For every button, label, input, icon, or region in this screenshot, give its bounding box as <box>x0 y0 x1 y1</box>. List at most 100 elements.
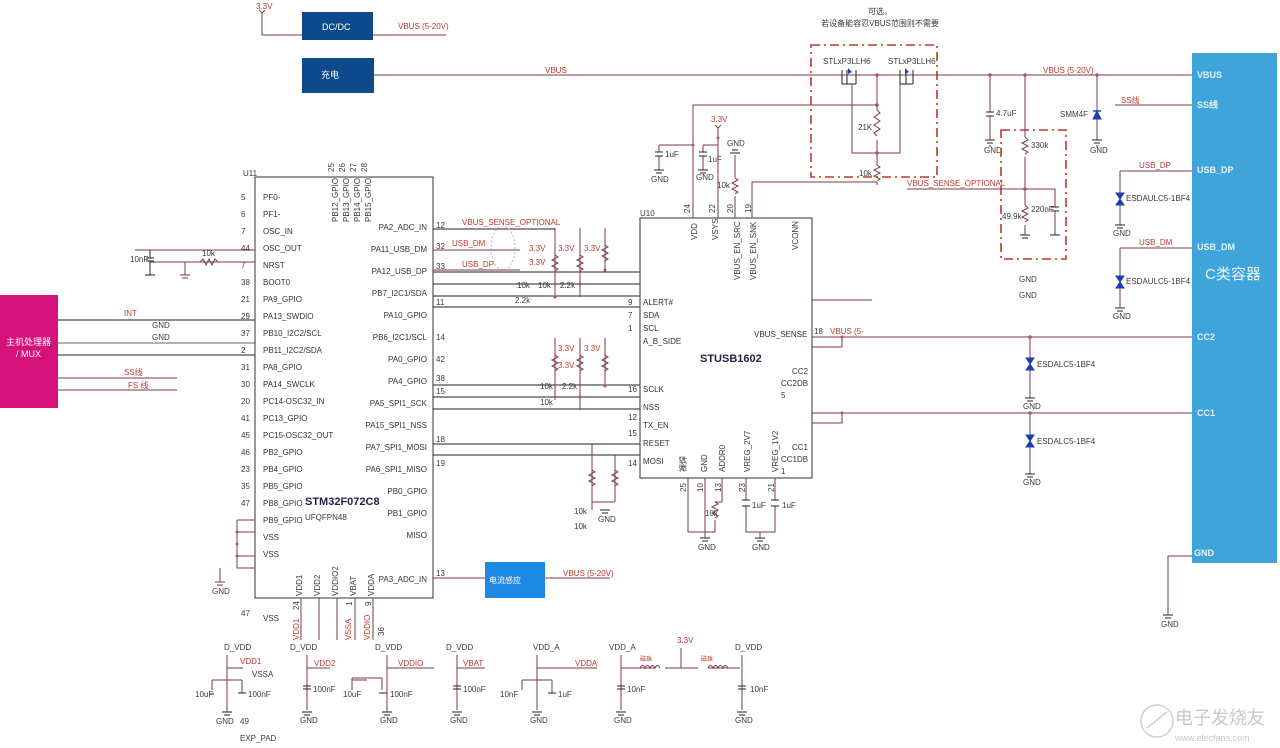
net-3v3: 3.3V <box>529 244 546 253</box>
host-label-1: 主机处理器 <box>6 336 51 347</box>
dvdd-label: D_VDD <box>224 643 251 652</box>
mcu-pin-right: PA15_SPI1_NSS <box>365 421 427 430</box>
net-vbus-partial: VBUS (5- <box>830 327 864 336</box>
net-3v3: 3.3V <box>529 258 546 267</box>
mcu-pin-num: 35 <box>241 482 250 491</box>
optional-mosfet-section: 可选， 若设备能容忍VBUS范围则不需要 STLxP3LLH6 STLxP3LL… <box>692 6 939 218</box>
mcu-pin-left: VSS <box>263 550 279 559</box>
stusb-pin-num: 25 <box>679 483 688 492</box>
mcu-pin-right: PA11_USB_DM <box>371 245 428 254</box>
r10k-label: 10k <box>540 398 554 407</box>
mcu-pin-top: PB12_GPIO <box>331 178 340 222</box>
stusb-pin-left: RESET <box>643 439 670 448</box>
r10k-label: 10k <box>574 507 588 516</box>
cap-label: 100nF <box>313 685 336 694</box>
stusb-pin-right: CC1 <box>792 443 809 452</box>
esd-usb-dp: ESDAULC5-1BF4 GND USB_DP <box>1113 161 1192 238</box>
mcu-pin-right: PA7_SPI1_MOSI <box>366 443 427 452</box>
sense-dashed-box <box>1000 129 1067 260</box>
gnd-label: GND <box>212 587 230 596</box>
stusb-pin-top: VSYS <box>711 219 720 240</box>
r10k-label: 10k <box>202 249 216 258</box>
mcu-pin-left: PB2_GPIO <box>263 448 303 457</box>
optional-dashed-box <box>810 44 938 178</box>
power-decoupling-section: D_VDD D_VDD D_VDD D_VDD VDD_A VDD_A 3.3V… <box>195 636 768 743</box>
gnd-label: GND <box>752 543 770 552</box>
c1u-label: 1uF <box>782 501 796 510</box>
stusb-pin-top: VBUS_EN_SRC <box>733 221 742 280</box>
mcu-pin-right: MISO <box>407 531 427 540</box>
gnd-label: GND <box>300 716 318 725</box>
stusb-exp-pad: 裸焊 <box>678 456 688 472</box>
mcu-pin-bottom: VDDIO2 <box>331 566 340 596</box>
net-3v3: 3.3V <box>584 344 601 353</box>
mosfet1-label: STLxP3LLH6 <box>823 57 871 66</box>
stusb-pin-num: 13 <box>714 483 723 492</box>
current-sense-label: 电流感应 <box>489 575 521 585</box>
mcu-pin-right: PA5_SPI1_SCK <box>370 399 428 408</box>
stusb-pin-left: SCLK <box>643 385 665 394</box>
gnd-label: GND <box>696 173 714 182</box>
mcu-vss-num: 47 <box>241 609 250 618</box>
watermark-name: 电子发烧友 <box>1175 708 1265 728</box>
c1u-label: 1uF <box>665 150 679 159</box>
gnd-label: GND <box>450 716 468 725</box>
mcu-pin-num: 25 <box>327 163 336 172</box>
mosfet-icon <box>841 68 857 85</box>
mcu-pin-left: OSC_IN <box>263 227 293 236</box>
mcu-pin-num: 28 <box>360 163 369 172</box>
gnd-label: GND <box>1019 291 1037 300</box>
mcu-stusb-wiring: VBUS_SENSE_OPTIONAL USB_DM USB_DP 3.3V 3… <box>433 218 640 531</box>
gnd-label: GND <box>530 716 548 725</box>
stusb-pin-num: 15 <box>628 429 637 438</box>
pin-49: 49 <box>240 717 249 726</box>
mcu-pin-bottom: VBAT <box>349 576 358 596</box>
mcu-body <box>254 176 434 599</box>
mcu-pin-num: 41 <box>241 414 250 423</box>
mcu-pin-num: 7 <box>241 227 246 236</box>
elecfans-watermark: 电子发烧友 www.elecfans.com <box>1140 704 1265 743</box>
net-vddio: VDDIO <box>398 659 423 668</box>
bead-label: 磁珠 <box>640 655 652 663</box>
conn-pin-vbus: VBUS <box>1197 70 1222 80</box>
stusb-pin-num: 19 <box>744 204 753 213</box>
net-3v3: 3.3V <box>558 344 575 353</box>
resistor-10k-en <box>730 177 740 195</box>
watermark-url: www.elecfans.com <box>1174 733 1250 743</box>
resistor-pulldown <box>610 469 620 487</box>
optional-note-2: 若设备能容忍VBUS范围则不需要 <box>821 18 939 28</box>
gnd-label: GND <box>152 321 170 330</box>
stusb-pin-num: 23 <box>738 483 747 492</box>
mcu-pin-left: VSS <box>263 533 279 542</box>
esd-cc2-label: ESDALC5-1BF4 <box>1037 360 1096 369</box>
gnd-label: GND <box>1161 620 1179 629</box>
gnd-label: GND <box>380 716 398 725</box>
resistor-10k-osc <box>199 257 219 267</box>
mcu-pin-left: PC15-OSC32_OUT <box>263 431 333 440</box>
mosfet2-label: STLxP3LLH6 <box>888 57 936 66</box>
bead-label: 磁珠 <box>701 655 713 663</box>
r330k-label: 330k <box>1031 141 1049 150</box>
mcu-pin-top: PB14_GPIO <box>353 178 362 222</box>
stusb-pin-left: A_B_SIDE <box>643 337 681 346</box>
net-vbus-range: VBUS (5-20V) <box>398 22 449 31</box>
net-vdd2: VDD2 <box>314 659 336 668</box>
mcu-pin-num: 44 <box>241 244 250 253</box>
r10k-label: 10k <box>705 509 719 518</box>
mcu-pin-num: 7 <box>241 261 246 270</box>
mcu-pin-left: BOOT0 <box>263 278 291 287</box>
host-box <box>0 295 58 408</box>
stusb-pin-num: 9 <box>628 298 633 307</box>
dvdd-label: D_VDD <box>290 643 317 652</box>
r22k-label: 2.2k <box>515 296 531 305</box>
conn-pin-usb-dm: USB_DM <box>1197 242 1235 252</box>
stusb-pin-top: VCONN <box>791 221 800 250</box>
c1u-label: 1uF <box>752 501 766 510</box>
r10k-label: 10k <box>538 281 552 290</box>
vdda-label: VDD_A <box>533 643 560 652</box>
stusb-pin-num: 1 <box>781 467 786 476</box>
stusb-pin-left: MOSI <box>643 457 663 466</box>
net-vbus-range-sense: VBUS (5-20V) <box>563 569 614 578</box>
mcu-pin-num: 24 <box>292 601 301 610</box>
mcu-pin-top: PB13_GPIO <box>342 178 351 222</box>
